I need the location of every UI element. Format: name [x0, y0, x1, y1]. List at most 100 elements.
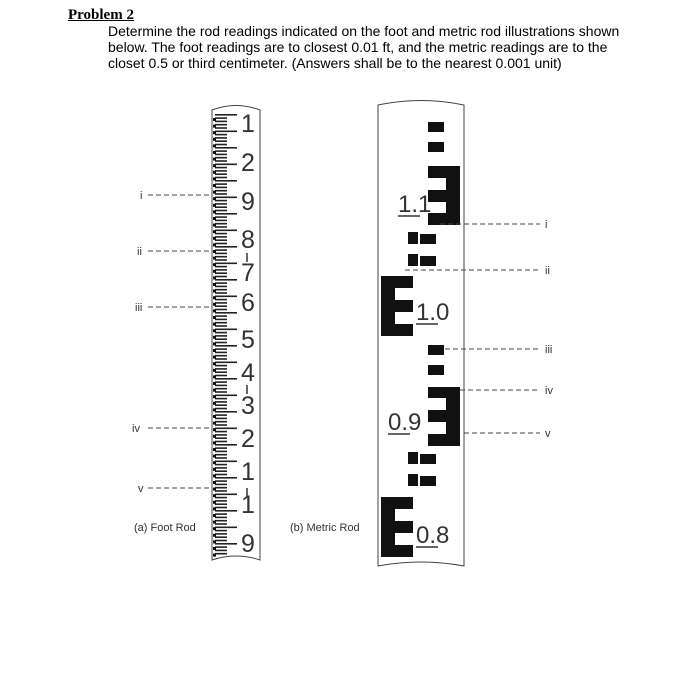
- metric-rod-number: 1.0: [416, 299, 449, 326]
- foot-rod-tick: [215, 407, 227, 410]
- foot-rod-edge-mark: [213, 329, 216, 333]
- metric-rod-bar: [408, 474, 418, 486]
- foot-rod-tick: [215, 117, 227, 119]
- foot-rod-tick: [215, 457, 227, 459]
- foot-rod-edge-mark: [213, 322, 216, 326]
- foot-rod-tick: [215, 272, 227, 274]
- foot-rod-tick: [215, 503, 227, 505]
- foot-rod-number: 6: [241, 289, 255, 317]
- foot-rod-tick: [215, 529, 227, 532]
- metric-pointer-label: ii: [545, 265, 550, 277]
- foot-rod-edge-mark: [213, 243, 216, 247]
- foot-rod-tick: [215, 397, 227, 400]
- foot-rod-edge-mark: [213, 474, 216, 478]
- foot-rod-tick: [215, 358, 227, 360]
- foot-rod-edge-mark: [213, 388, 216, 392]
- foot-rod-edge-mark: [213, 481, 216, 484]
- foot-rod-tick: [215, 378, 237, 380]
- foot-rod-edge-mark: [213, 309, 216, 313]
- metric-rod-blocks: [388, 122, 444, 548]
- foot-rod-tick: [215, 546, 227, 548]
- foot-rod-number: 5: [241, 326, 255, 354]
- foot-rod-tick: [215, 259, 227, 261]
- foot-rod-edge-mark: [213, 335, 216, 339]
- foot-rod-tick: [215, 143, 227, 146]
- foot-rod-tick: [215, 490, 227, 492]
- foot-pointer-label: ii: [137, 246, 142, 258]
- foot-rod-edge-mark: [213, 302, 216, 306]
- foot-rod-tick: [215, 222, 227, 225]
- foot-rod-edge-mark: [213, 197, 216, 201]
- foot-rod-tick: [215, 417, 227, 420]
- metric-rod-bar: [420, 256, 436, 266]
- metric-rod: 1.1 1.0 0.9 0.8 i ii iii iv v (b) Metric…: [290, 100, 553, 567]
- foot-pointer-label: v: [138, 483, 144, 495]
- foot-rod-tick: [215, 328, 237, 331]
- foot-rod-edge-mark: [213, 203, 216, 207]
- foot-rod-edge-mark: [213, 494, 216, 498]
- foot-rod-tick: [215, 226, 227, 228]
- foot-rod-edge-mark: [213, 256, 216, 260]
- foot-rod-tick: [215, 269, 227, 271]
- foot-rod-tick: [215, 229, 237, 232]
- foot-rod-edge-mark: [213, 296, 216, 300]
- foot-pointer-label: i: [140, 190, 142, 202]
- foot-rod-edge-mark: [213, 362, 216, 366]
- metric-e-block: [428, 166, 460, 225]
- foot-rod-tick: [215, 460, 237, 463]
- foot-rod-body: [211, 105, 261, 561]
- metric-rod-bar: [408, 254, 418, 266]
- foot-rod-tick: [215, 199, 227, 202]
- foot-rod-tick: [215, 427, 237, 430]
- foot-rod-edge-mark: [213, 441, 216, 445]
- foot-rod-tick: [215, 312, 237, 314]
- foot-rod-tick: [215, 305, 227, 307]
- foot-rod-tick: [215, 467, 227, 469]
- foot-rod-edge-mark: [213, 514, 216, 517]
- foot-rod-edge-mark: [213, 177, 216, 181]
- metric-pointer-label: iii: [545, 344, 552, 356]
- foot-rod-number: 3: [241, 392, 255, 420]
- metric-rod-bar: [408, 452, 418, 464]
- foot-rod-tick: [215, 536, 227, 538]
- foot-rod-edge-mark: [213, 283, 216, 286]
- problem-title: Problem 2: [68, 7, 134, 23]
- foot-rod-tick: [215, 123, 227, 126]
- foot-rod-edge-mark: [213, 382, 216, 385]
- foot-rod-number: 9: [241, 188, 255, 216]
- foot-rod-tick: [215, 523, 227, 525]
- foot-rod-tick: [215, 166, 227, 169]
- foot-rod-tick: [215, 163, 237, 166]
- foot-rod-edge-mark: [213, 553, 216, 557]
- foot-rod-tick: [215, 282, 227, 284]
- foot-rod-tick: [215, 114, 237, 116]
- foot-rod-edge-mark: [213, 170, 216, 174]
- foot-rod-tick: [215, 374, 227, 377]
- foot-rod-tick: [215, 348, 227, 350]
- foot-rod-tick: [215, 351, 227, 354]
- foot-rod-edge-mark: [213, 131, 216, 135]
- metric-pointer-label: i: [545, 219, 547, 231]
- foot-rod-edge-mark: [213, 349, 216, 352]
- foot-rod-tick: [215, 236, 227, 238]
- foot-rod-edge-mark: [213, 124, 216, 128]
- foot-rod-tick: [215, 473, 227, 476]
- foot-rod-edge-mark: [213, 190, 216, 194]
- foot-pointer-label: iv: [132, 423, 140, 435]
- foot-rod-edge-mark: [213, 401, 216, 405]
- foot-rod-edge-mark: [213, 375, 216, 379]
- foot-rod-tick: [215, 160, 227, 162]
- foot-rod-ticks: [213, 114, 237, 557]
- foot-rod-tick: [215, 308, 227, 311]
- foot-rod-edge-mark: [213, 487, 216, 491]
- foot-rod-tick: [215, 483, 227, 486]
- foot-rod-edge-mark: [213, 316, 216, 319]
- foot-rod-tick: [215, 120, 227, 123]
- foot-rod-tick: [215, 156, 227, 159]
- foot-rod-edge-mark: [213, 355, 216, 359]
- foot-rod-edge-mark: [213, 448, 216, 451]
- foot-rod-edge-mark: [213, 184, 216, 187]
- foot-rod-tick: [215, 127, 227, 129]
- foot-rod-tick: [215, 480, 227, 482]
- foot-rod-edge-mark: [213, 507, 216, 511]
